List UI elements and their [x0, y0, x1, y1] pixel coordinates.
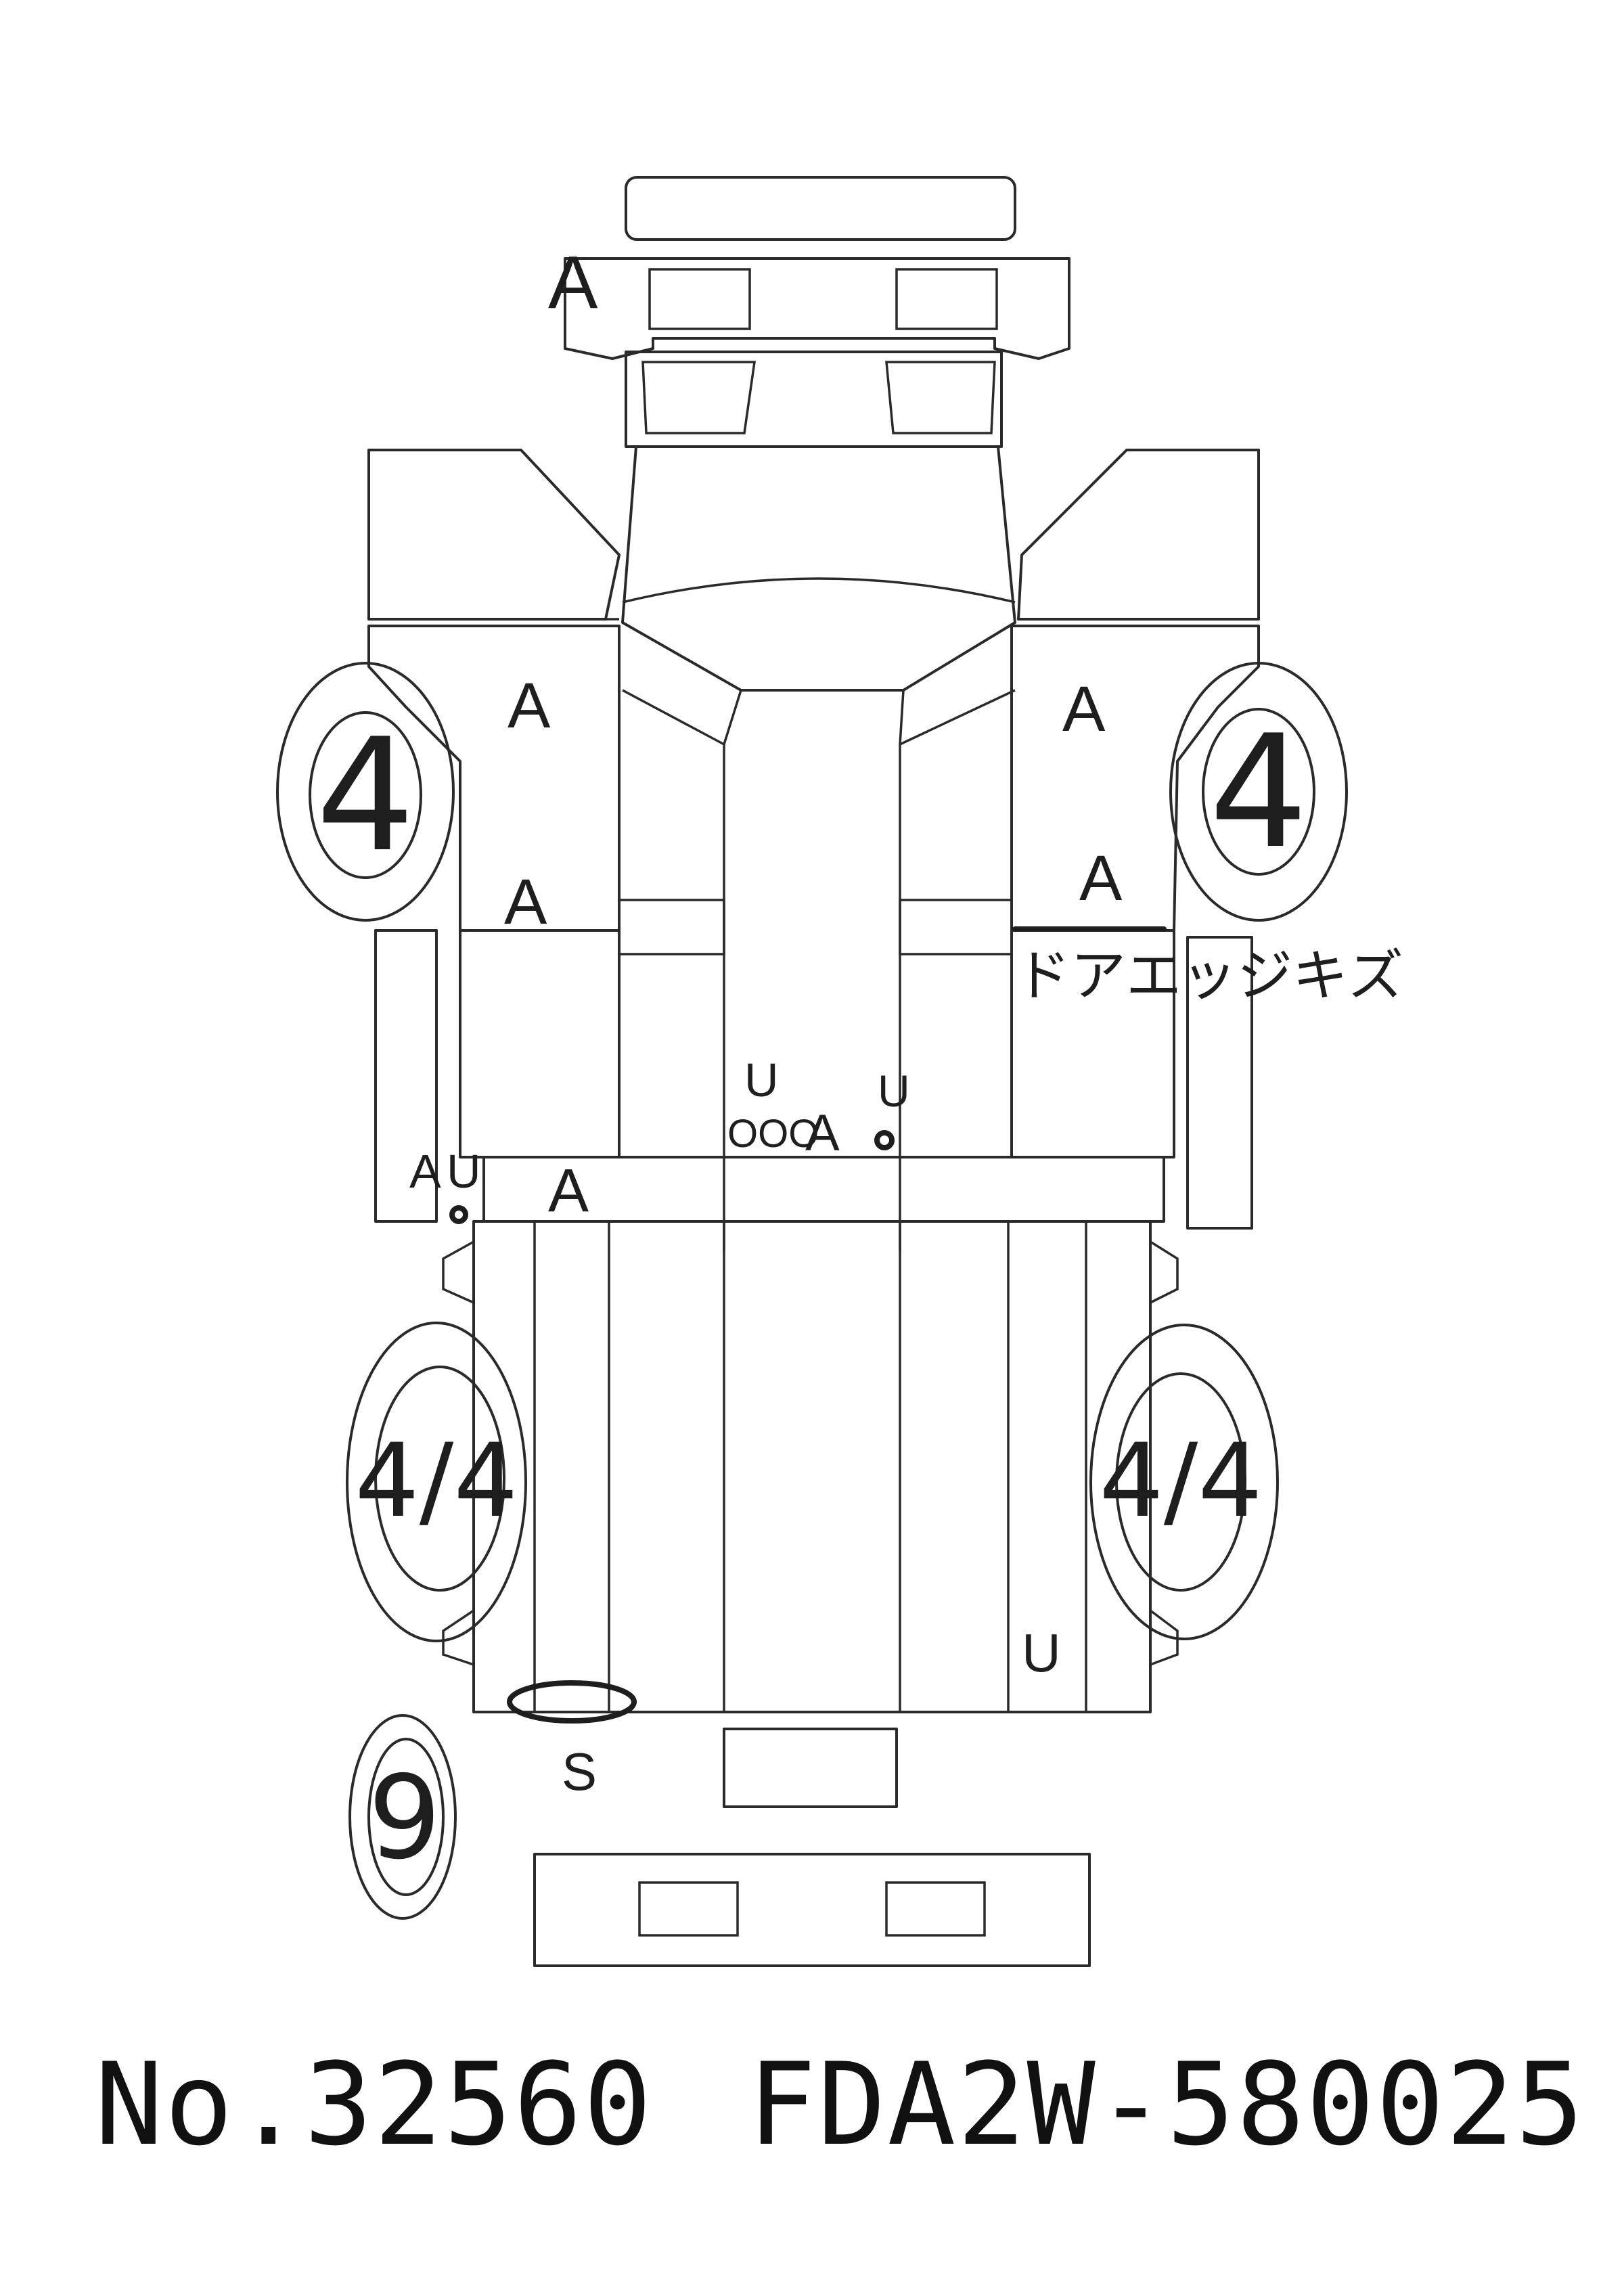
cabin-center — [621, 445, 1016, 1252]
tyre-spare-label: 9 — [368, 1751, 441, 1885]
rear-step — [723, 1728, 898, 1808]
front-bumper — [625, 176, 1016, 241]
tyre-rear-left: 4/4 — [346, 1322, 527, 1642]
mark-cabin-ooo: OOO — [727, 1112, 819, 1156]
left-sill-dot — [449, 1205, 468, 1224]
right-front-fender — [1010, 449, 1260, 932]
mark-right-front-fender-upper: A — [1062, 673, 1106, 745]
mark-cabin-a: A — [805, 1104, 840, 1162]
tyre-rear-right: 4/4 — [1089, 1324, 1279, 1640]
mark-right-door-note: ドアエッジキズ — [1015, 945, 1403, 1007]
mark-cabin-u2: U — [878, 1066, 910, 1116]
mark-rear-left-s: S — [562, 1742, 597, 1801]
headlight-area — [625, 351, 1003, 448]
vehicle-number: No.32560 — [95, 2038, 654, 2171]
mark-right-front-fender-lower: A — [1079, 842, 1123, 914]
front-panel — [564, 257, 1070, 360]
tyre-front-right: 4 — [1169, 662, 1348, 922]
rear-left-circle — [507, 1680, 637, 1724]
tyre-front-left-label: 4 — [316, 706, 415, 886]
tyre-rear-right-label: 4/4 — [1099, 1422, 1262, 1540]
rear-bumper — [533, 1853, 1091, 1967]
left-front-fender — [367, 449, 621, 932]
mark-left-sill-a: A — [409, 1145, 441, 1198]
cabin-dot — [874, 1130, 895, 1150]
chassis-number: FDA2W-580025 — [748, 2038, 1585, 2171]
mark-front-bumper: A — [548, 241, 598, 324]
tyre-front-left: 4 — [276, 662, 455, 922]
mark-left-sill-b: A — [548, 1157, 589, 1225]
tyre-rear-left-label: 4/4 — [355, 1422, 518, 1540]
tyre-front-right-label: 4 — [1209, 702, 1308, 883]
mark-left-front-fender-upper: A — [508, 670, 551, 742]
rear-bed — [442, 1220, 1179, 1713]
mark-left-front-fender-lower: A — [504, 866, 547, 938]
mark-left-sill-u: U — [447, 1145, 481, 1198]
mark-rear-right-u: U — [1022, 1623, 1061, 1683]
tyre-spare: 9 — [348, 1714, 457, 1920]
mark-cabin-u1: U — [744, 1054, 779, 1106]
